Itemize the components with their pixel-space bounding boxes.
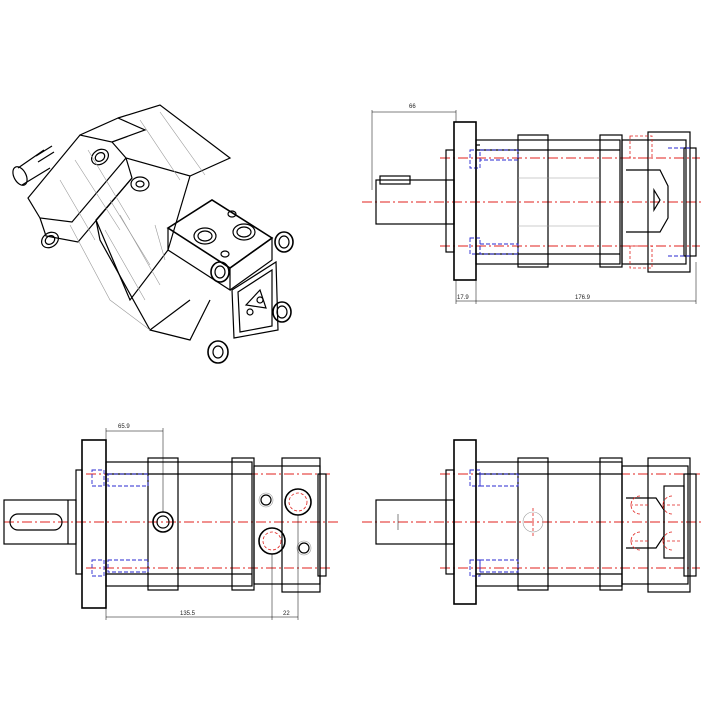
side-view-bottom-right <box>362 439 704 605</box>
tr-rear-end <box>621 131 697 273</box>
bl-shaft <box>3 499 77 545</box>
tr-body <box>475 134 623 268</box>
front-view-bottom-left: 65.9 135.5 22 <box>3 424 340 620</box>
bl-body <box>105 457 255 591</box>
iso-body <box>59 104 232 341</box>
tr-shaft <box>375 175 455 225</box>
bl-rear-end <box>253 457 327 593</box>
dim-port-offset: 22 <box>283 611 290 617</box>
iso-flange <box>27 134 133 249</box>
br-rear-end <box>621 457 697 593</box>
iso-shaft <box>12 145 55 186</box>
isometric-view <box>12 104 294 364</box>
dim-front-width: 65.9 <box>118 424 130 430</box>
iso-bolts <box>207 231 294 364</box>
bl-dimensions: 65.9 135.5 22 <box>105 424 299 620</box>
dim-flange-thickness: 17.9 <box>457 295 469 301</box>
tr-flange <box>445 121 481 281</box>
side-view-top-right: 66 17.9 176.9 <box>362 104 704 304</box>
iso-rear-block <box>166 199 279 339</box>
dim-top-width: 66 <box>409 104 416 110</box>
bl-flange <box>75 439 107 609</box>
dim-body-length: 176.9 <box>575 295 591 301</box>
br-body <box>475 457 623 591</box>
tr-dimensions: 66 17.9 176.9 <box>371 104 697 304</box>
dim-port-distance: 135.5 <box>180 611 196 617</box>
